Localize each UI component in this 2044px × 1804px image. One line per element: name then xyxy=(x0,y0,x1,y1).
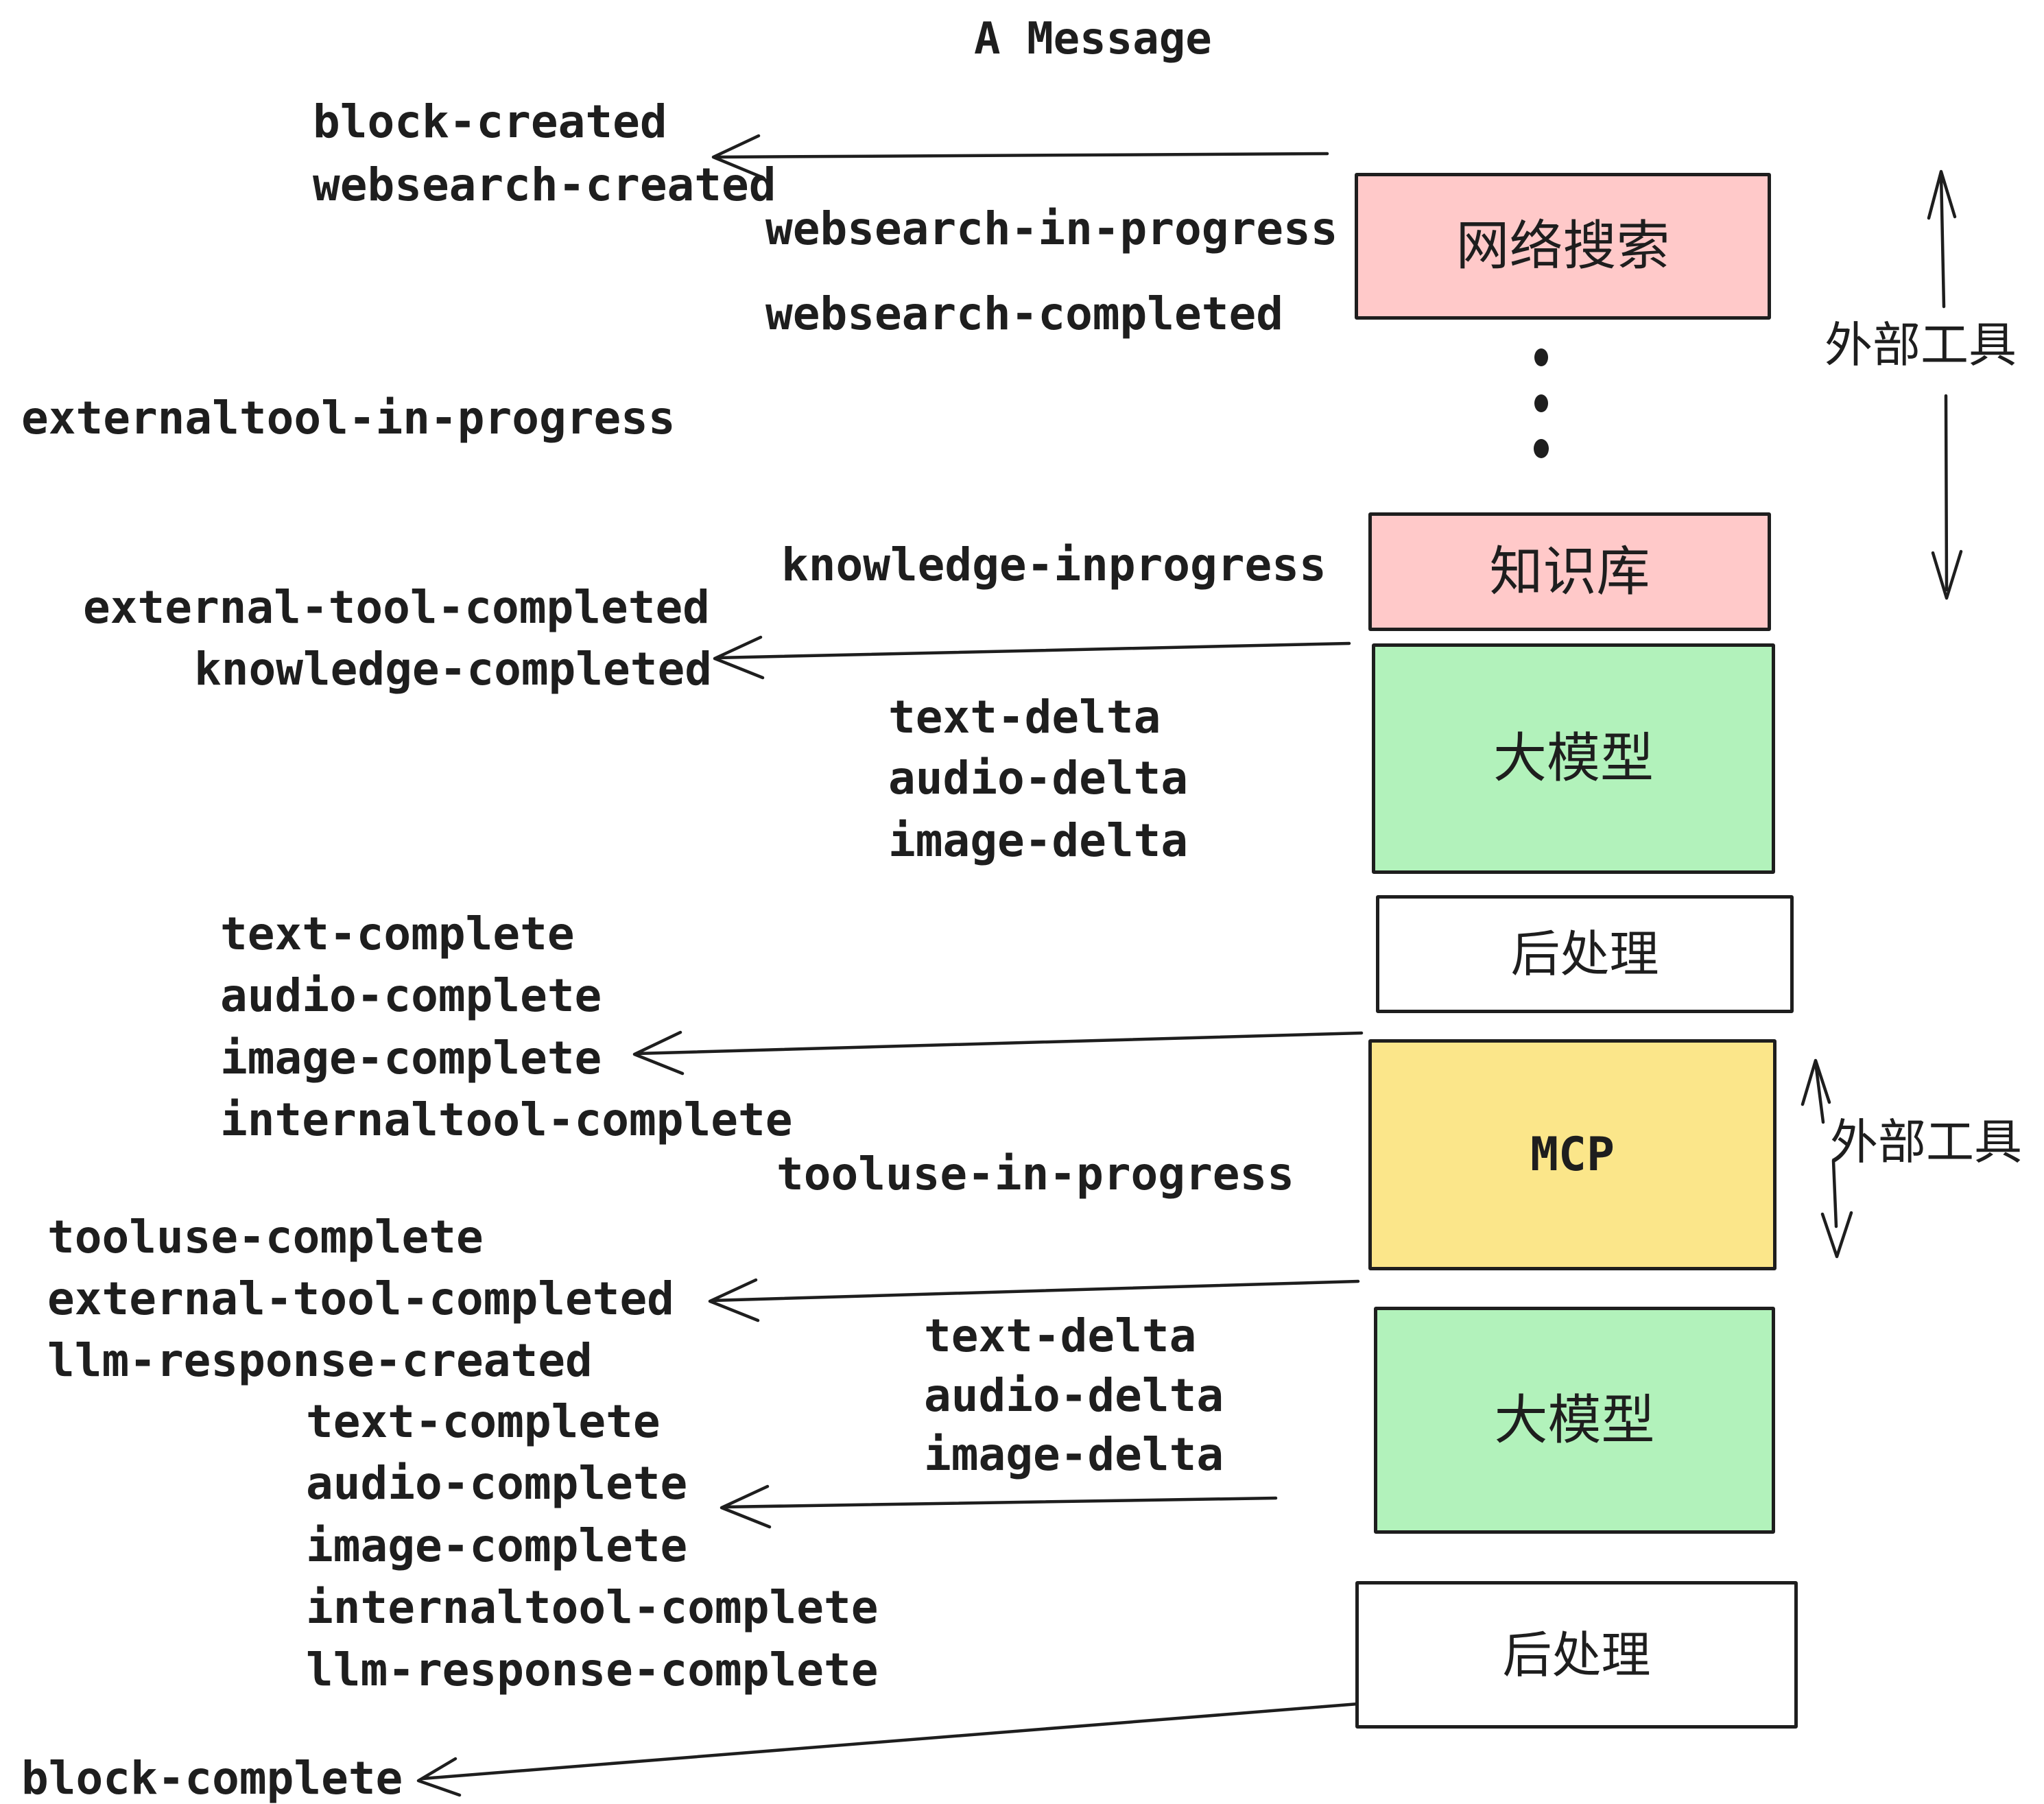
event-label-external-tool-completed-2: external-tool-completed xyxy=(47,1272,674,1325)
box-llm-1: 大模型 xyxy=(1372,643,1775,874)
external-tools-span-arrow-1 xyxy=(1927,169,1963,600)
event-label-internaltool-complete-1: internaltool-complete xyxy=(220,1093,793,1146)
event-label-text-delta-2: text-delta xyxy=(924,1309,1197,1362)
event-label-websearch-completed: websearch-completed xyxy=(765,287,1283,340)
event-label-tooluse-in-progress: tooluse-in-progress xyxy=(776,1148,1294,1200)
arrow-internal-complete xyxy=(632,1030,1364,1076)
box-mcp: MCP xyxy=(1368,1039,1776,1270)
arrow-llm-complete xyxy=(720,1484,1278,1529)
event-label-externaltool-in-progress: externaltool-in-progress xyxy=(21,392,676,444)
event-label-block-created: block-created xyxy=(313,95,667,148)
event-label-external-tool-completed-1: external-tool-completed xyxy=(83,581,710,634)
box-postprocess-1: 后处理 xyxy=(1376,895,1794,1013)
event-label-text-complete-1: text-complete xyxy=(220,907,575,960)
event-label-audio-delta-1: audio-delta xyxy=(888,752,1189,805)
event-label-text-complete-2: text-complete xyxy=(306,1395,661,1448)
event-label-llm-response-created: llm-response-created xyxy=(47,1334,593,1387)
arrow-tooluse-complete xyxy=(708,1278,1360,1322)
box-postprocess-2-label: 后处理 xyxy=(1502,1626,1651,1684)
event-label-block-complete: block-complete xyxy=(21,1752,403,1804)
box-mcp-label: MCP xyxy=(1530,1127,1615,1182)
box-postprocess-1-label: 后处理 xyxy=(1510,925,1659,983)
diagram-title: A Message xyxy=(974,14,1212,64)
box-knowledge-label: 知识库 xyxy=(1489,541,1650,603)
external-tools-span-arrow-2 xyxy=(1801,1058,1853,1259)
event-label-knowledge-completed: knowledge-completed xyxy=(194,643,712,696)
box-llm-1-label: 大模型 xyxy=(1493,728,1654,790)
event-label-llm-response-complete: llm-response-complete xyxy=(306,1643,879,1696)
box-websearch-label: 网络搜索 xyxy=(1455,215,1670,277)
box-postprocess-2: 后处理 xyxy=(1355,1581,1798,1729)
event-label-image-delta-1: image-delta xyxy=(888,814,1189,867)
event-label-audio-complete-1: audio-complete xyxy=(220,969,602,1022)
event-label-text-delta-1: text-delta xyxy=(888,691,1161,744)
box-websearch: 网络搜索 xyxy=(1355,173,1771,320)
side-label-external-tools-1: 外部工具 xyxy=(1825,317,2017,373)
box-llm-2-label: 大模型 xyxy=(1494,1389,1655,1451)
event-label-websearch-in-progress: websearch-in-progress xyxy=(765,202,1338,255)
ellipsis-dots xyxy=(1534,348,1549,458)
event-label-image-complete-2: image-complete xyxy=(306,1519,688,1572)
event-label-audio-delta-2: audio-delta xyxy=(924,1369,1224,1422)
box-knowledge: 知识库 xyxy=(1368,512,1771,631)
event-label-tooluse-complete: tooluse-complete xyxy=(47,1211,484,1263)
side-label-external-tools-2: 外部工具 xyxy=(1830,1114,2022,1170)
event-label-image-delta-2: image-delta xyxy=(924,1428,1224,1481)
arrow-block-created xyxy=(711,134,1329,179)
event-label-websearch-created: websearch-created xyxy=(313,158,776,211)
event-label-image-complete-1: image-complete xyxy=(220,1032,602,1084)
arrow-knowledge-completed xyxy=(713,635,1351,680)
event-label-audio-complete-2: audio-complete xyxy=(306,1457,688,1510)
box-llm-2: 大模型 xyxy=(1374,1307,1775,1534)
event-label-knowledge-inprogress: knowledge-inprogress xyxy=(781,538,1327,591)
arrow-block-complete xyxy=(416,1702,1360,1797)
event-label-internaltool-complete-2: internaltool-complete xyxy=(306,1581,879,1634)
